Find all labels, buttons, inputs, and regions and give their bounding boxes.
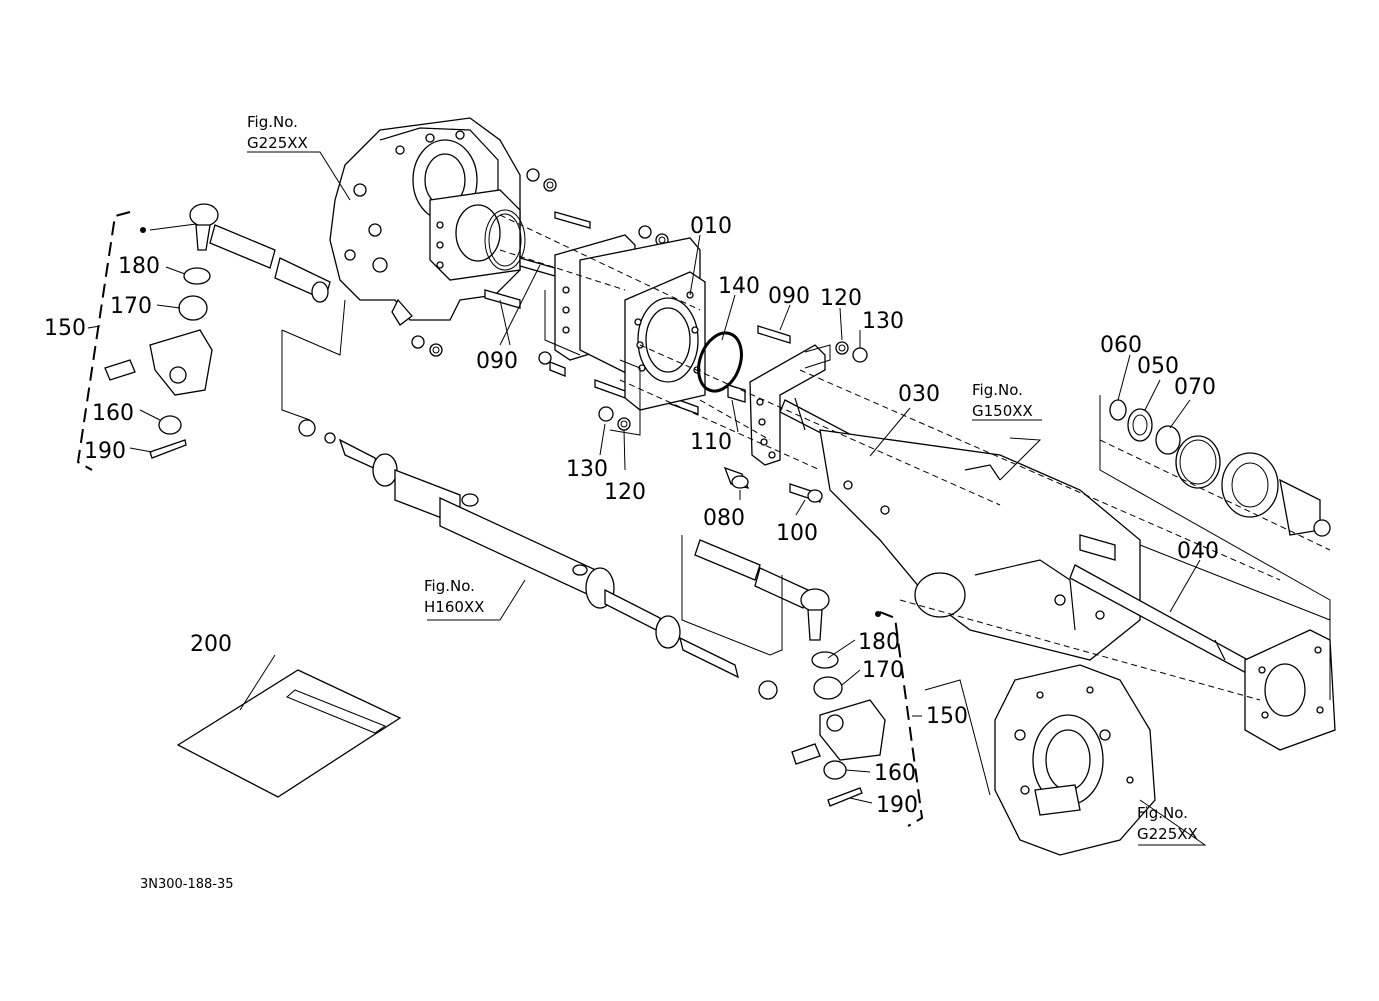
fig-ref-g225xx-bottom: Fig.No. G225XX	[1137, 804, 1198, 843]
part-label-100: 100	[776, 521, 818, 546]
fasteners-upper-left	[411, 168, 868, 431]
part-label-180-right: 180	[858, 630, 900, 655]
svg-text:G225XX: G225XX	[247, 134, 308, 152]
part-label-050: 050	[1137, 354, 1179, 379]
part-label-170-left: 170	[110, 294, 152, 319]
part-label-120: 120	[820, 286, 862, 311]
part-label-060: 060	[1100, 333, 1142, 358]
fig-ref-g225xx-top: Fig.No. G225XX	[247, 113, 308, 152]
tie-rod-end-left	[104, 203, 331, 459]
svg-text:H160XX: H160XX	[424, 598, 484, 616]
part-label-150-right: 150	[926, 704, 968, 729]
part-label-010: 010	[690, 214, 732, 239]
svg-text:Fig.No.: Fig.No.	[1137, 804, 1188, 822]
part-label-030: 030	[898, 382, 940, 407]
alignment-lines	[499, 214, 1331, 701]
bearing-group	[1109, 399, 1331, 537]
svg-text:G150XX: G150XX	[972, 402, 1033, 420]
manual-sheet-200	[176, 669, 402, 798]
diagram-code: 3N300-188-35	[140, 877, 234, 892]
part-label-070: 070	[1174, 375, 1216, 400]
part-label-040: 040	[1177, 539, 1219, 564]
left-axle-housing	[329, 117, 526, 326]
part-label-130: 130	[862, 309, 904, 334]
steering-cylinder	[298, 419, 778, 700]
group-dot-right	[875, 611, 881, 617]
part-label-180-left: 180	[118, 254, 160, 279]
bolt-080	[723, 466, 750, 489]
svg-text:Fig.No.: Fig.No.	[972, 381, 1023, 399]
part-label-190-right: 190	[876, 793, 918, 818]
part-label-190-left: 190	[84, 439, 126, 464]
part-label-090: 090	[768, 284, 810, 309]
part-label-140: 140	[718, 274, 760, 299]
part-label-110: 110	[690, 430, 732, 455]
part-label-170-right: 170	[862, 658, 904, 683]
part-label-130-lower: 130	[566, 457, 608, 482]
group-bracket-left	[76, 211, 131, 471]
lower-right-housing	[994, 664, 1156, 856]
svg-text:Fig.No.: Fig.No.	[424, 577, 475, 595]
part-label-160-right: 160	[874, 761, 916, 786]
part-label-200: 200	[190, 632, 232, 657]
center-housing	[819, 429, 1141, 661]
leader-lines	[87, 151, 1207, 846]
svg-text:G225XX: G225XX	[1137, 825, 1198, 843]
group-dot-left	[140, 227, 146, 233]
fig-ref-g150xx: Fig.No. G150XX	[972, 381, 1042, 421]
fig-ref-h160xx: Fig.No. H160XX	[424, 577, 484, 616]
center-spacer-010	[554, 234, 706, 411]
part-label-150-left: 150	[44, 316, 86, 341]
part-label-080: 080	[703, 506, 745, 531]
bracket-lines	[281, 290, 1331, 796]
part-label-160-left: 160	[92, 401, 134, 426]
o-ring-140	[697, 331, 743, 393]
bolt-100	[789, 483, 823, 503]
part-label-120-lower: 120	[604, 480, 646, 505]
part-label-090-lower: 090	[476, 349, 518, 374]
svg-text:Fig.No.: Fig.No.	[247, 113, 298, 131]
group-bracket-right	[879, 611, 924, 827]
right-end-flange	[1244, 629, 1336, 751]
